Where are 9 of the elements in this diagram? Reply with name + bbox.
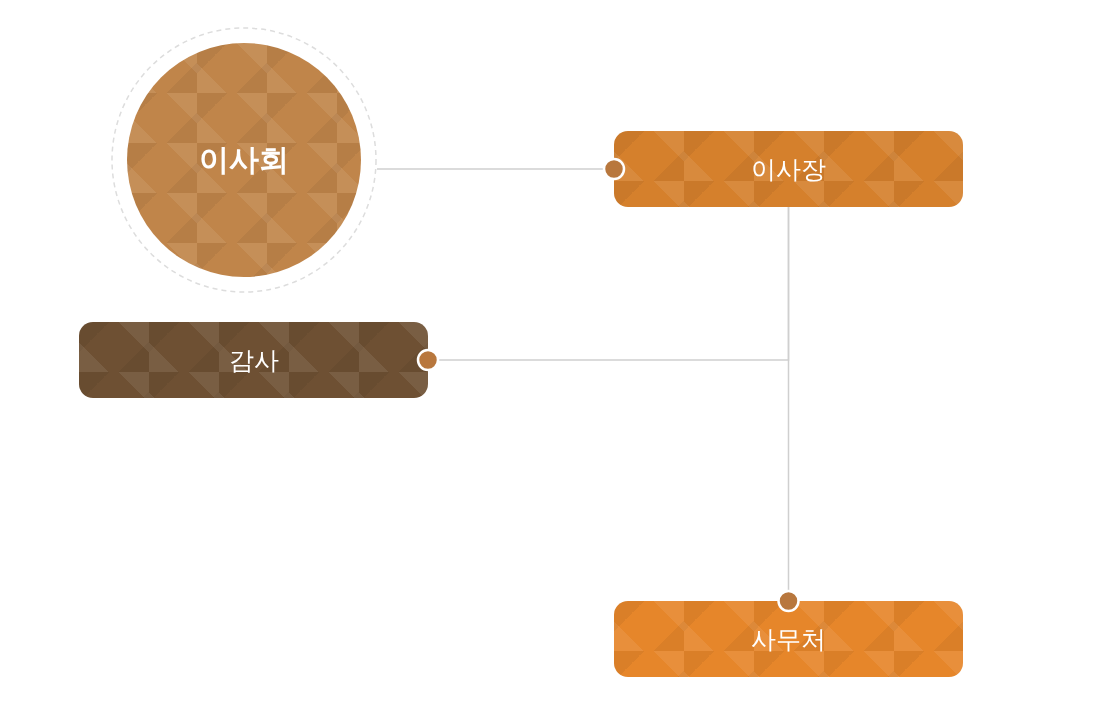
- org-box: [79, 322, 428, 398]
- connector-line: [376, 157, 626, 181]
- node-label: 사무처: [751, 623, 826, 656]
- node-label: 이사장: [751, 153, 826, 186]
- connector-line: [777, 206, 800, 613]
- org-box: [614, 131, 963, 207]
- org-box: [614, 601, 963, 677]
- node-label: 감사: [228, 344, 279, 377]
- node-label: 이사회: [199, 140, 289, 179]
